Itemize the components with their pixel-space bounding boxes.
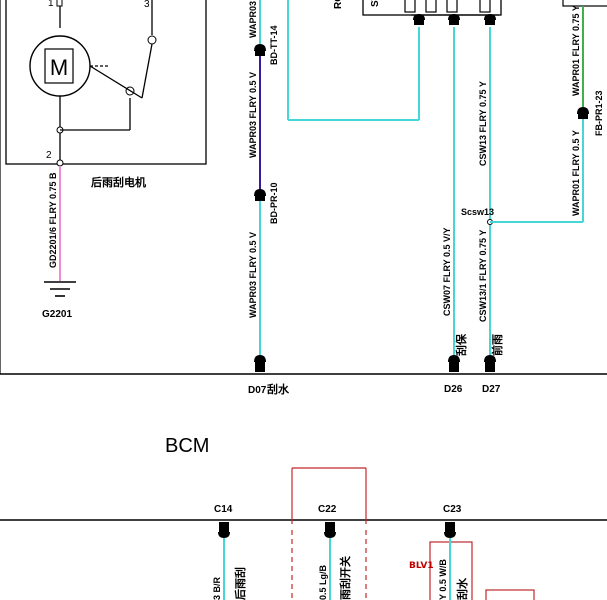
ground-g2201-label: G2201 — [42, 309, 72, 320]
relay-pin-box-3 — [446, 0, 458, 13]
conn-c23-label: C23 — [443, 504, 462, 515]
conn-c22-label: C22 — [318, 504, 337, 515]
conn-c23-body — [445, 522, 455, 532]
conn-c14-bottom — [218, 532, 230, 538]
bcm-red-box — [291, 467, 367, 600]
c22-wire-tag: 雨刮开关 — [338, 556, 352, 600]
motor-housing — [5, 0, 207, 165]
relay-pin-box-4 — [479, 0, 491, 13]
conn-d27-tag: 前雨 — [490, 334, 504, 356]
conn-fb-pr1-23-top — [577, 107, 589, 114]
conn-d07-label: D07 — [248, 385, 267, 396]
rear-wiper-motor-block: 1 M 3 2 后雨刮电机 — [5, 0, 207, 189]
wapr01-low-label: WAPR01 FLRY 0.5 Y — [571, 130, 581, 216]
wapr03-top-label: WAPR03 FLRY — [248, 0, 258, 38]
pin1-marker — [56, 0, 63, 7]
pin3-label: 3 — [144, 0, 150, 10]
splice-scsw13-label: Scsw13 — [461, 207, 494, 217]
conn-d26-body — [449, 362, 459, 372]
conn-d27-label: D27 — [482, 384, 501, 395]
ground-wire-label: GD2201/6 FLRY 0.75 B — [48, 172, 58, 268]
c23-wire-label: Y 0.5 W/B — [438, 559, 448, 600]
pin1-label: 1 — [48, 0, 54, 9]
c14-wire-label: 3 B/R — [212, 576, 222, 600]
conn-d27-body — [485, 362, 495, 372]
relay-connector-a-stem — [414, 20, 424, 25]
conn-fb-pr1-23-body — [578, 114, 588, 119]
csw13-label: CSW13 FLRY 0.75 Y — [478, 81, 488, 166]
pin2-node — [56, 159, 64, 167]
conn-c22-body — [325, 522, 335, 532]
csw-branch: CSW07 FLRY 0.5 V/Y D26 刮保 CSW13 FLRY 0.7… — [442, 27, 583, 395]
wapr03-low-label: WAPR03 FLRY 0.5 V — [248, 232, 258, 318]
ground-branch: GD2201/6 FLRY 0.75 B G2201 — [42, 166, 76, 320]
conn-bd-tt14-label: BD-TT-14 — [269, 25, 279, 65]
wapr01-branch: WAPR01 FLRY 0.75 Y FB-PR1-23 WAPR01 FLRY… — [562, 0, 607, 222]
bcm-c22: C22 0.5 Lg/B 雨刮开关 — [318, 504, 352, 600]
conn-c14-label: C14 — [214, 504, 233, 515]
switch-blade — [141, 43, 153, 99]
csw13-1-label: CSW13/1 FLRY 0.75 Y — [478, 230, 488, 322]
bcm-c14: C14 3 B/R 后雨刮 — [212, 504, 247, 600]
conn-d26-label: D26 — [444, 384, 463, 395]
relay-connector-b-stem — [449, 20, 459, 25]
conn-c14-body — [219, 522, 229, 532]
conn-bd-pr10-body — [255, 196, 265, 201]
c23-wire-tag: 刮水 — [455, 577, 469, 600]
conn-bd-pr10-label: BD-PR-10 — [269, 182, 279, 224]
c14-wire-tag: 后雨刮 — [233, 567, 247, 600]
c23-red-tag: BLV1 — [409, 561, 434, 571]
rc-label: RC — [333, 0, 344, 9]
motor-armature — [44, 48, 74, 84]
relay-left-loop — [287, 0, 420, 121]
conn-d07-body — [255, 362, 265, 372]
csw07-label: CSW07 FLRY 0.5 V/Y — [442, 227, 452, 316]
c22-wire-label: 0.5 Lg/B — [318, 564, 328, 600]
switch-contact-upper — [147, 35, 157, 45]
conn-c23-bottom — [444, 532, 456, 538]
wapr01-top-label: WAPR01 FLRY 0.75 Y — [571, 5, 581, 96]
relay-block: RC SW — [333, 0, 502, 25]
conn-fb-pr1-23-label: FB-PR1-23 — [594, 90, 604, 136]
conn-d26-top — [448, 355, 460, 362]
conn-d07-tag: 刮水 — [267, 382, 290, 396]
relay-pin-box-2 — [425, 0, 437, 13]
relay-pin-box-1 — [404, 0, 416, 13]
conn-d07-top — [254, 355, 266, 362]
right-red-box — [485, 589, 535, 600]
conn-bd-tt14-body — [255, 51, 265, 56]
right-box-top — [562, 0, 607, 7]
conn-c22-bottom — [324, 532, 336, 538]
motor-m-label: M — [50, 55, 68, 80]
rear-wiper-motor-label: 后雨刮电机 — [91, 175, 146, 189]
wapr03-mid-label: WAPR03 FLRY 0.5 V — [248, 72, 258, 158]
conn-bd-tt14-top — [254, 44, 266, 51]
wapr03-branch: WAPR03 FLRY BD-TT-14 WAPR03 FLRY 0.5 V B… — [248, 0, 290, 396]
conn-d27-top — [484, 355, 496, 362]
bcm-label: BCM — [165, 435, 209, 457]
switch-arm — [89, 65, 143, 99]
bcm-c23: C23 BLV1 Y 0.5 W/B 刮水 — [409, 504, 535, 600]
pin2-label: 2 — [46, 150, 52, 161]
conn-bd-pr10-top — [254, 189, 266, 196]
relay-connector-c-stem — [485, 20, 495, 25]
sw-label: SW — [370, 0, 381, 7]
conn-d26-tag: 刮保 — [454, 333, 468, 356]
